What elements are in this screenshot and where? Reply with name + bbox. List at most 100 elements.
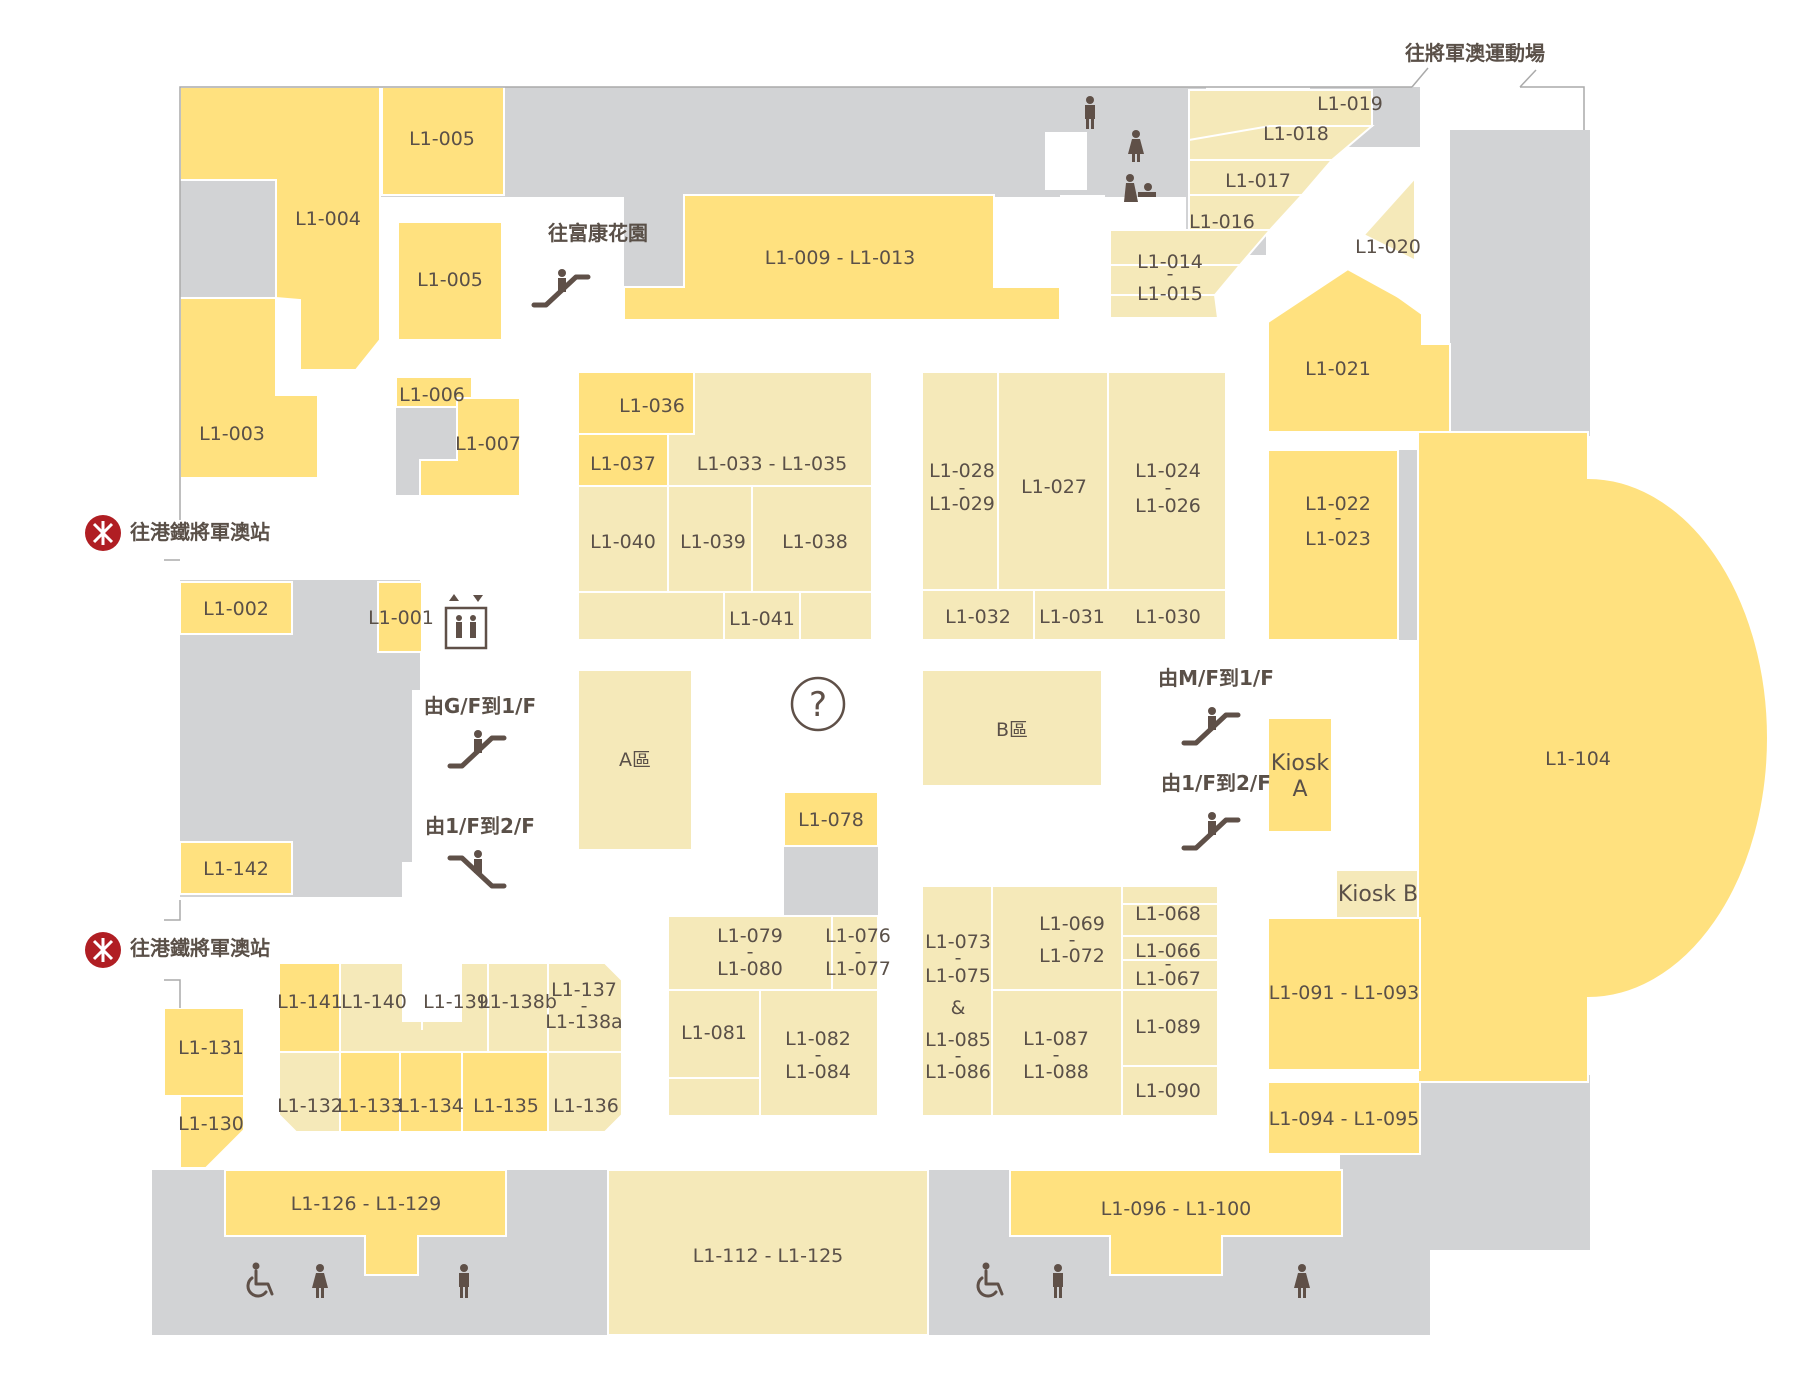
unit-l1-130: L1-130	[178, 1113, 244, 1135]
unit-l1-078: L1-078	[798, 809, 864, 831]
unit-l1-104: L1-104	[1545, 748, 1611, 770]
mtr-logo-icon	[85, 515, 121, 551]
to-mtr-upper: 往港鐵將軍澳站	[130, 520, 270, 544]
male-toilet-icon	[1085, 96, 1095, 129]
unit-l1-005b: L1-005	[417, 269, 483, 291]
unit-l1-072: L1-072	[1039, 945, 1105, 967]
male-toilet-icon	[1053, 1264, 1063, 1298]
unit-l1-024: L1-024	[1135, 460, 1201, 482]
unit-l1-023: L1-023	[1305, 528, 1371, 550]
unit-dash: -	[1165, 477, 1172, 499]
escalator-icon	[447, 730, 507, 769]
escalator-icon	[447, 850, 507, 889]
kiosk-a-line1: Kiosk	[1271, 751, 1329, 776]
unit-l1-033-035: L1-033 - L1-035	[697, 453, 848, 475]
unit-l1-090: L1-090	[1135, 1080, 1201, 1102]
unit-l1-077: L1-077	[825, 958, 891, 980]
zone-b: B區	[996, 719, 1028, 741]
unit-l1-082: L1-082	[785, 1028, 851, 1050]
unit-l1-030: L1-030	[1135, 606, 1201, 628]
to-fu-hong-gardens: 往富康花園	[548, 221, 648, 245]
unit-l1-135: L1-135	[473, 1095, 539, 1117]
ampersand: &	[951, 997, 966, 1019]
unit-l1-089: L1-089	[1135, 1016, 1201, 1038]
unit-l1-080: L1-080	[717, 958, 783, 980]
unit-l1-141: L1-141	[277, 991, 343, 1013]
unit-l1-138b: L1-138b	[479, 991, 557, 1013]
kiosk-b: Kiosk B	[1338, 882, 1418, 907]
unit-l1-036: L1-036	[619, 395, 685, 417]
unit-dash: -	[815, 1044, 822, 1066]
male-toilet-icon	[459, 1264, 469, 1298]
unit-l1-014: L1-014	[1137, 251, 1203, 273]
unit-l1-004: L1-004	[295, 208, 361, 230]
svg-text:?: ?	[809, 685, 827, 725]
unit-l1-140: L1-140	[341, 991, 407, 1013]
kiosk-a-line2: A	[1292, 777, 1307, 802]
mtr-logo-icon	[85, 932, 121, 968]
female-toilet-icon	[1128, 130, 1144, 162]
unit-l1-001: L1-001	[368, 607, 434, 629]
zone-a: A區	[619, 749, 651, 771]
unit-l1-038: L1-038	[782, 531, 848, 553]
unit-l1-006: L1-006	[399, 384, 465, 406]
unit-l1-021: L1-021	[1305, 358, 1371, 380]
unit-l1-088: L1-088	[1023, 1061, 1089, 1083]
unit-dash: -	[1335, 507, 1342, 529]
unit-l1-067: L1-067	[1135, 968, 1201, 990]
accessible-toilet-icon	[246, 1262, 274, 1298]
unit-l1-134: L1-134	[398, 1095, 464, 1117]
unit-dash: -	[1165, 953, 1172, 975]
unit-l1-137: L1-137	[551, 979, 617, 1001]
female-toilet-icon	[312, 1264, 328, 1298]
escalator-mf-to-1f-label: 由M/F到1/F	[1158, 666, 1274, 690]
baby-care-icon	[1124, 174, 1156, 202]
unit-l1-136: L1-136	[553, 1095, 619, 1117]
escalator-1f-to-2f-left-label: 由1/F到2/F	[425, 814, 535, 838]
unit-l1-002: L1-002	[203, 598, 269, 620]
unit-l1-084: L1-084	[785, 1061, 851, 1083]
unit-l1-091-093: L1-091 - L1-093	[1269, 982, 1420, 1004]
unit-l1-005a: L1-005	[409, 128, 475, 150]
unit-l1-086: L1-086	[925, 1061, 991, 1083]
unit-l1-096-100: L1-096 - L1-100	[1101, 1198, 1252, 1220]
escalator-1f-to-2f-right-label: 由1/F到2/F	[1161, 771, 1271, 795]
unit-l1-032: L1-032	[945, 606, 1011, 628]
unit-l1-081: L1-081	[681, 1022, 747, 1044]
unit-l1-028: L1-028	[929, 460, 995, 482]
unit-l1-009-013: L1-009 - L1-013	[765, 247, 916, 269]
unit-l1-018: L1-018	[1263, 123, 1329, 145]
unit-l1-019: L1-019	[1317, 93, 1383, 115]
unit-l1-040: L1-040	[590, 531, 656, 553]
unit-l1-079: L1-079	[717, 925, 783, 947]
unit-l1-075: L1-075	[925, 965, 991, 987]
lift-icon	[444, 594, 488, 650]
escalator-gf-to-1f-label: 由G/F到1/F	[424, 694, 536, 718]
unit-l1-142: L1-142	[203, 858, 269, 880]
unit-l1-037: L1-037	[590, 453, 656, 475]
unit-l1-131: L1-131	[178, 1037, 244, 1059]
unit-l1-039: L1-039	[680, 531, 746, 553]
unit-l1-085: L1-085	[925, 1029, 991, 1051]
unit-l1-066: L1-066	[1135, 940, 1201, 962]
unit-l1-003: L1-003	[199, 423, 265, 445]
unit-dash: -	[747, 941, 754, 963]
unit-l1-132: L1-132	[277, 1095, 343, 1117]
to-sports-ground: 往將軍澳運動場	[1405, 41, 1545, 65]
unit-dash: -	[959, 477, 966, 499]
unit-dash: -	[1053, 1044, 1060, 1066]
unit-l1-022: L1-022	[1305, 493, 1371, 515]
female-toilet-icon	[1294, 1264, 1310, 1298]
unit-l1-139: L1-139	[423, 991, 489, 1013]
unit-l1-087: L1-087	[1023, 1028, 1089, 1050]
unit-dash: -	[955, 1045, 962, 1067]
unit-l1-020: L1-020	[1355, 236, 1421, 258]
escalator-icon	[1181, 812, 1241, 851]
escalator-icon	[1181, 707, 1241, 746]
unit-l1-133: L1-133	[337, 1095, 403, 1117]
unit-l1-027: L1-027	[1021, 476, 1087, 498]
info-icon[interactable]: ?	[790, 676, 846, 732]
escalator-icon	[531, 269, 591, 308]
accessible-toilet-icon	[976, 1262, 1004, 1298]
